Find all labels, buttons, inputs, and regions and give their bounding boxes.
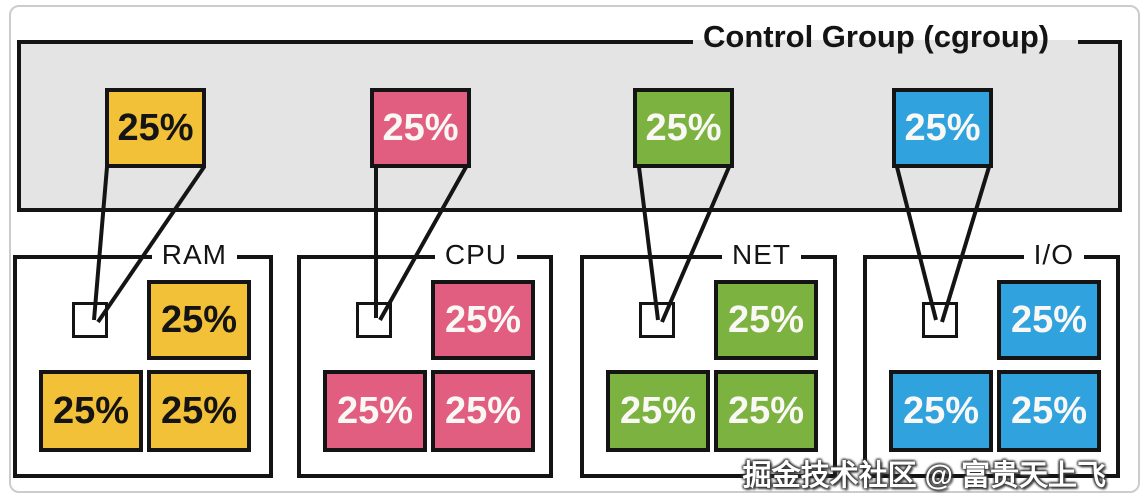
share-box-ram-3: 25% [147,370,251,452]
share-box-net-3: 25% [714,370,818,452]
share-box-cpu-1: 25% [431,280,535,360]
cgroup-share-chip-net: 25% [633,88,734,168]
share-box-io-1: 25% [997,280,1101,360]
task-slot-cpu [356,302,392,338]
resource-panel-cpu: CPU 25% 25% 25% [297,237,553,478]
cgroup-top-border-left [17,40,693,44]
resource-panel-net: NET 25% 25% 25% [580,237,837,478]
cgroup-share-chip-io: 25% [892,88,993,168]
panel-label-cpu: CPU [434,237,517,273]
resource-panel-ram: RAM 25% 25% 25% [13,237,273,478]
cgroup-top-border-right [1078,40,1122,44]
panel-label-io: I/O [1023,237,1084,273]
share-box-net-2: 25% [606,370,710,452]
resource-panel-io: I/O 25% 25% 25% [863,237,1120,478]
cgroup-share-chip-cpu: 25% [370,88,471,168]
share-box-net-1: 25% [714,280,818,360]
share-box-cpu-3: 25% [431,370,535,452]
panel-label-ram: RAM [151,237,237,273]
share-box-ram-2: 25% [39,370,143,452]
task-slot-io [922,302,958,338]
share-box-io-3: 25% [997,370,1101,452]
share-box-cpu-2: 25% [323,370,427,452]
watermark: 掘金技术社区 @ 富贵天上飞 [742,460,1106,492]
image-frame [9,5,1140,493]
share-box-io-2: 25% [889,370,993,452]
panel-label-net: NET [722,237,801,273]
cgroup-title: Control Group (cgroup) [703,19,1050,54]
share-box-ram-1: 25% [147,280,251,360]
task-slot-net [639,302,675,338]
cgroup-share-chip-ram: 25% [105,88,206,168]
task-slot-ram [72,302,108,338]
